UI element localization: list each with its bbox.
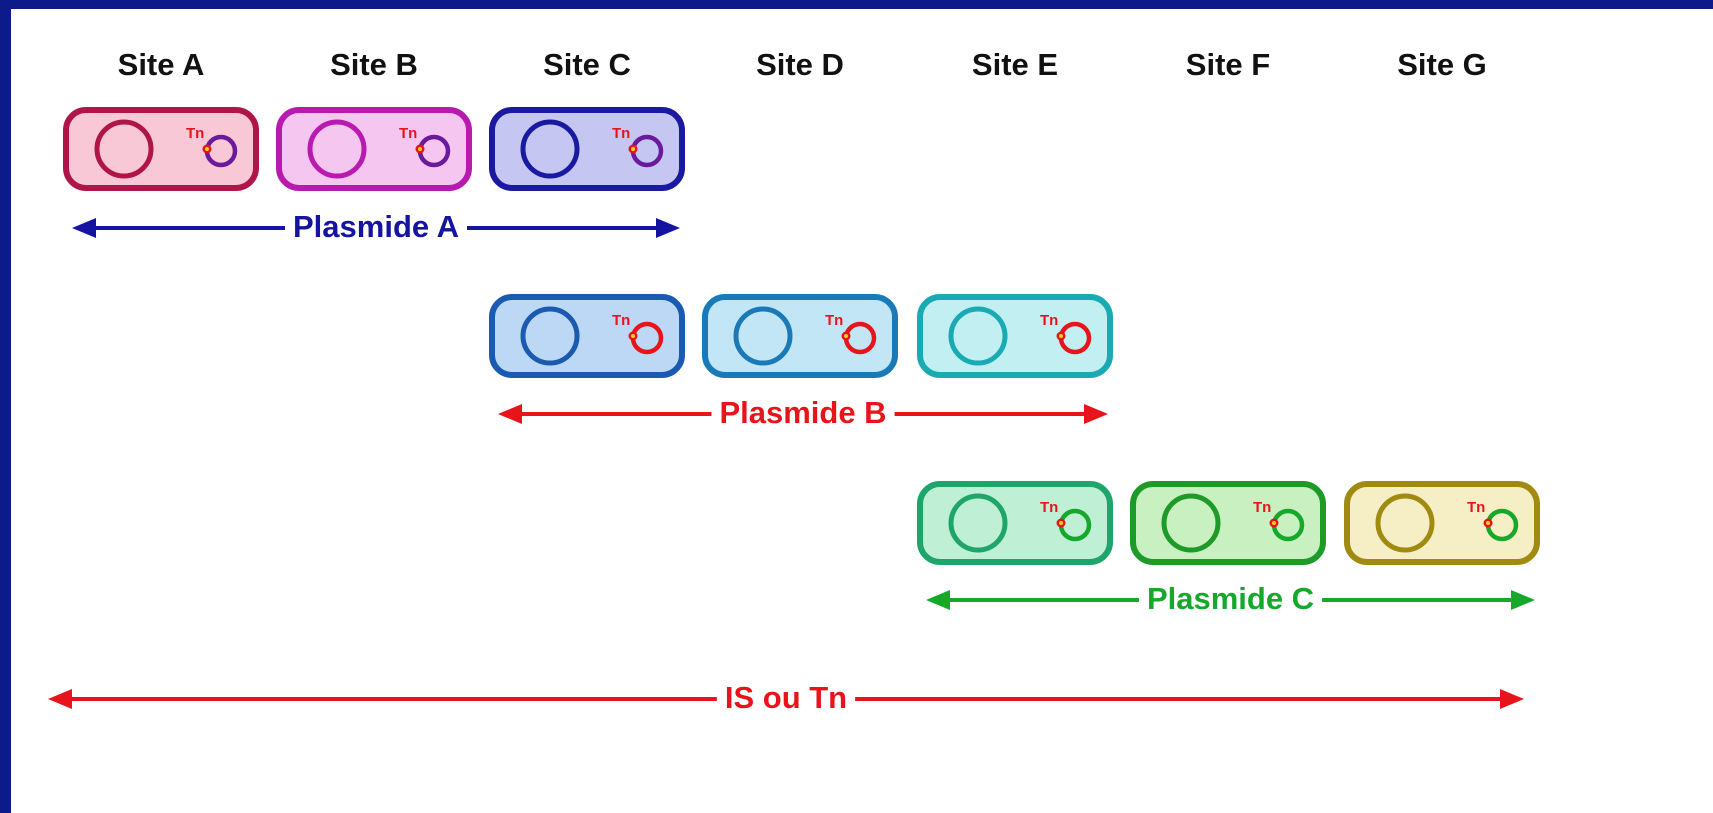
bacterial-cell: Tn [1344, 481, 1540, 565]
plasmid-span-arrow: Plasmide B [498, 395, 1108, 430]
tn-insertion-core-icon [1486, 521, 1490, 525]
cell-body [702, 294, 898, 378]
is-tn-span: IS ou Tn [48, 680, 1524, 715]
tn-insertion-core-icon [1059, 521, 1063, 525]
tn-insertion-core-icon [418, 147, 422, 151]
chromosome-icon [948, 306, 1008, 366]
chromosome-icon [948, 493, 1008, 553]
site-label: Site D [756, 47, 844, 82]
tn-label: Tn [612, 125, 630, 142]
chromosome-icon [520, 119, 580, 179]
tn-label: Tn [186, 125, 204, 142]
site-label: Site F [1186, 47, 1270, 82]
bacterial-cell: Tn [63, 107, 259, 191]
plasmid-span-arrowhead-left [926, 590, 950, 610]
tn-label: Tn [612, 312, 630, 329]
site-label: Site G [1397, 47, 1487, 82]
cell-body [63, 107, 259, 191]
cell-body [1344, 481, 1540, 565]
cell-body [276, 107, 472, 191]
chromosome-icon [1161, 493, 1221, 553]
bacterial-cell: Tn [702, 294, 898, 378]
plasmid-span-arrowhead-right [1511, 590, 1535, 610]
is-tn-span-arrow: IS ou Tn [48, 680, 1524, 715]
cell-body [917, 294, 1113, 378]
cell-body [1130, 481, 1326, 565]
diagram-canvas: Site A Site B Site C Site D Site E Site F Site… [11, 9, 1713, 813]
tn-label: Tn [399, 125, 417, 142]
site-labels: Site A Site B Site C Site D Site E Site F Site… [118, 47, 1487, 82]
chromosome-icon [1375, 493, 1435, 553]
site-label: Site B [330, 47, 418, 82]
plasmid-span-label: Plasmide B [719, 395, 886, 430]
plasmid-span-arrow: Plasmide C [926, 581, 1535, 616]
bacterial-cell: Tn [276, 107, 472, 191]
tn-insertion-core-icon [1272, 521, 1276, 525]
chromosome-icon [733, 306, 793, 366]
plasmid-span-arrowhead-left [498, 404, 522, 424]
tn-label: Tn [1040, 499, 1058, 516]
cell-body [489, 107, 685, 191]
bacterial-cell: Tn [489, 294, 685, 378]
plasmid-span-arrowhead-right [656, 218, 680, 238]
chromosome-icon [520, 306, 580, 366]
tn-label: Tn [1467, 499, 1485, 516]
cell-body [917, 481, 1113, 565]
bacterial-cell: Tn [1130, 481, 1326, 565]
site-label: Site C [543, 47, 631, 82]
plasmid-span-arrow: Plasmide A [72, 209, 680, 244]
plasmid-spread-diagram: Site A Site B Site C Site D Site E Site F Site… [48, 47, 1540, 715]
chromosome-icon [94, 119, 154, 179]
plasmid-span-arrowhead-right [1084, 404, 1108, 424]
tn-insertion-core-icon [844, 334, 848, 338]
plasmid-span-label: Plasmide C [1147, 581, 1314, 616]
tn-label: Tn [1040, 312, 1058, 329]
bacterial-cell: Tn [917, 294, 1113, 378]
site-label: Site E [972, 47, 1058, 82]
tn-insertion-core-icon [205, 147, 209, 151]
plasmid-span-arrowhead-left [72, 218, 96, 238]
is-tn-span-label: IS ou Tn [725, 680, 847, 715]
tn-insertion-core-icon [1059, 334, 1063, 338]
plasmid-span-label: Plasmide A [293, 209, 459, 244]
tn-label: Tn [1253, 499, 1271, 516]
site-label: Site A [118, 47, 205, 82]
bacterial-cell: Tn [489, 107, 685, 191]
tn-label: Tn [825, 312, 843, 329]
tn-insertion-core-icon [631, 334, 635, 338]
is-tn-span-arrowhead-left [48, 689, 72, 709]
tn-insertion-core-icon [631, 147, 635, 151]
is-tn-span-arrowhead-right [1500, 689, 1524, 709]
bacterial-cell: Tn [917, 481, 1113, 565]
cell-body [489, 294, 685, 378]
chromosome-icon [307, 119, 367, 179]
